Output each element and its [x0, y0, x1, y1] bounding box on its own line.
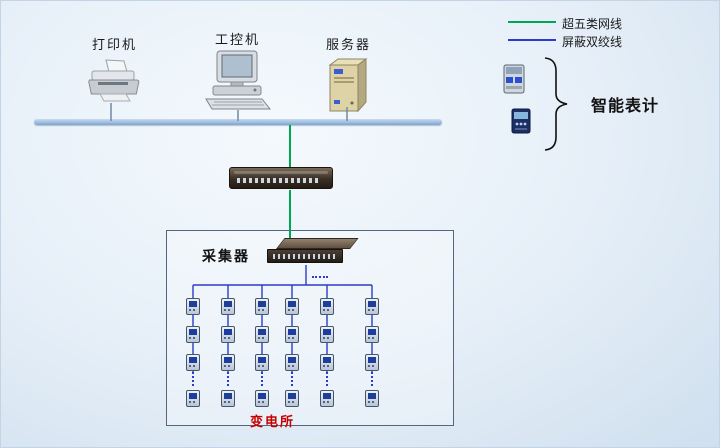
server-label: 服务器: [326, 38, 372, 53]
ellipsis-dots: [291, 372, 293, 386]
meter-icon: [320, 326, 334, 343]
collector-front-face: [267, 249, 343, 263]
meter-icon: [285, 390, 299, 407]
meter-icon: [320, 298, 334, 315]
meter-icon: [365, 390, 379, 407]
smart-meter-type2-icon: [511, 108, 531, 138]
meter-icon: [320, 354, 334, 371]
meter-icon: [285, 326, 299, 343]
meter-icon: [186, 354, 200, 371]
cat5-cable-legend-label: 超五类网线: [562, 17, 623, 31]
meter-icon: [221, 354, 235, 371]
meter-icon: [255, 390, 269, 407]
meter-icon: [285, 298, 299, 315]
network-bus-line: [34, 119, 442, 125]
ethernet-switch-icon: [229, 167, 333, 189]
industrial-pc-icon: [200, 50, 276, 116]
meter-icon: [221, 326, 235, 343]
meter-icon: [186, 298, 200, 315]
smart-meters-label: 智能表计: [591, 96, 660, 115]
ellipsis-dots: [326, 372, 328, 386]
ellipsis-dots: [227, 372, 229, 386]
meter-icon: [320, 390, 334, 407]
meter-icon: [365, 326, 379, 343]
meter-icon: [186, 390, 200, 407]
curly-brace-icon: [543, 56, 573, 156]
cat5-cable-swatch-line: [508, 21, 556, 23]
ellipsis-dots: [371, 372, 373, 386]
ellipsis-dots: [261, 372, 263, 386]
meter-icon: [365, 298, 379, 315]
meter-icon: [221, 390, 235, 407]
meter-icon: [255, 298, 269, 315]
stp-cable-legend-label: 屏蔽双绞线: [562, 35, 623, 49]
ellipsis-dots: [312, 276, 328, 278]
industrial-pc-label: 工控机: [215, 33, 261, 48]
smart-meter-type1-icon: [503, 64, 525, 98]
printer-icon: [84, 58, 142, 108]
collector-top-face: [276, 238, 359, 249]
meter-icon: [255, 354, 269, 371]
meter-icon: [255, 326, 269, 343]
collector-icon: [266, 236, 359, 268]
printer-label: 打印机: [92, 38, 138, 53]
meter-icon: [221, 298, 235, 315]
collector-label: 采集器: [202, 249, 250, 265]
ellipsis-dots: [192, 372, 194, 386]
meter-icon: [285, 354, 299, 371]
substation-box: [166, 230, 454, 426]
substation-label: 变电所: [250, 415, 296, 430]
meter-icon: [365, 354, 379, 371]
server-icon: [322, 56, 372, 118]
meter-icon: [186, 326, 200, 343]
stp-cable-swatch-line: [508, 39, 556, 41]
